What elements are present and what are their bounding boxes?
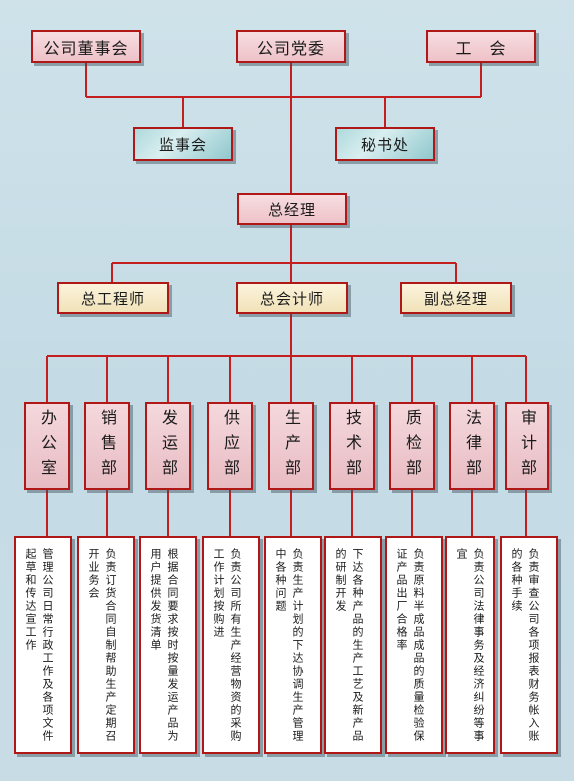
duty-office: 管理公司日常行政工作及各项文件起草和传达宣工作 (14, 536, 72, 754)
dept-audit: 审计部 (505, 402, 549, 490)
dept-quality: 质检部 (389, 402, 435, 490)
general-manager-box: 总经理 (237, 193, 347, 225)
duty-production: 负责生产计划的下达协调生产管理中各种问题 (264, 536, 322, 754)
duty-technology-text: 下达各种产品的生产工艺及新产品的研制开发 (334, 548, 364, 743)
dept-technology: 技术部 (329, 402, 375, 490)
dept-sales: 销售部 (84, 402, 130, 490)
dept-audit-label: 审计部 (518, 408, 537, 484)
duty-sales-text: 负责订货合同自制帮助生产定期召开业务会 (87, 548, 117, 743)
duty-sales: 负责订货合同自制帮助生产定期召开业务会 (77, 536, 135, 754)
board-of-directors-box: 公司董事会 (31, 30, 141, 63)
labor-union-label: 工 会 (455, 38, 507, 58)
chief-accountant-label: 总会计师 (259, 289, 324, 308)
duty-production-text: 负责生产计划的下达协调生产管理中各种问题 (274, 548, 304, 743)
duty-shipping: 根据合同要求按时按量发运产品为用户提供发货清单 (139, 536, 197, 754)
supervisory-board-box: 监事会 (133, 127, 233, 161)
labor-union-box: 工 会 (426, 30, 536, 63)
secretariat-label: 秘书处 (360, 135, 409, 154)
dept-legal: 法律部 (449, 402, 495, 490)
general-manager-label: 总经理 (267, 200, 316, 219)
duty-technology: 下达各种产品的生产工艺及新产品的研制开发 (324, 536, 382, 754)
deputy-general-manager-box: 副总经理 (400, 282, 512, 314)
dept-shipping-label: 发运部 (159, 408, 178, 484)
duty-audit-text: 负责审查公司各项报表财务帐入账的各种手续 (510, 548, 540, 743)
duty-shipping-text: 根据合同要求按时按量发运产品为用户提供发货清单 (149, 548, 179, 743)
dept-supply-label: 供应部 (221, 408, 240, 484)
duty-supply: 负责公司所有生产经营物资的采购工作计划按购进 (202, 536, 260, 754)
dept-office-label: 办公室 (38, 408, 57, 484)
dept-shipping: 发运部 (145, 402, 191, 490)
deputy-general-manager-label: 副总经理 (423, 289, 488, 308)
duty-audit: 负责审查公司各项报表财务帐入账的各种手续 (500, 536, 558, 754)
chief-engineer-label: 总工程师 (80, 289, 145, 308)
duty-legal: 负责公司法律事务及经济纠纷等事宜 (445, 536, 495, 754)
supervisory-board-label: 监事会 (158, 135, 207, 154)
duty-quality-text: 负责原料半成品成品的质量检验保证产品出厂合格率 (395, 548, 425, 743)
chief-accountant-box: 总会计师 (236, 282, 348, 314)
duty-office-text: 管理公司日常行政工作及各项文件起草和传达宣工作 (24, 548, 54, 743)
party-committee-label: 公司党委 (256, 38, 325, 58)
dept-legal-label: 法律部 (463, 408, 482, 484)
chief-engineer-box: 总工程师 (57, 282, 169, 314)
dept-production-label: 生产部 (282, 408, 301, 484)
dept-quality-label: 质检部 (403, 408, 422, 484)
duty-supply-text: 负责公司所有生产经营物资的采购工作计划按购进 (212, 548, 242, 743)
duty-quality: 负责原料半成品成品的质量检验保证产品出厂合格率 (385, 536, 443, 754)
board-of-directors-label: 公司董事会 (43, 38, 129, 58)
secretariat-box: 秘书处 (335, 127, 435, 161)
dept-office: 办公室 (24, 402, 70, 490)
dept-supply: 供应部 (207, 402, 253, 490)
dept-sales-label: 销售部 (98, 408, 117, 484)
dept-production: 生产部 (268, 402, 314, 490)
duty-legal-text: 负责公司法律事务及经济纠纷等事宜 (455, 548, 485, 743)
dept-technology-label: 技术部 (343, 408, 362, 484)
party-committee-box: 公司党委 (236, 30, 346, 63)
